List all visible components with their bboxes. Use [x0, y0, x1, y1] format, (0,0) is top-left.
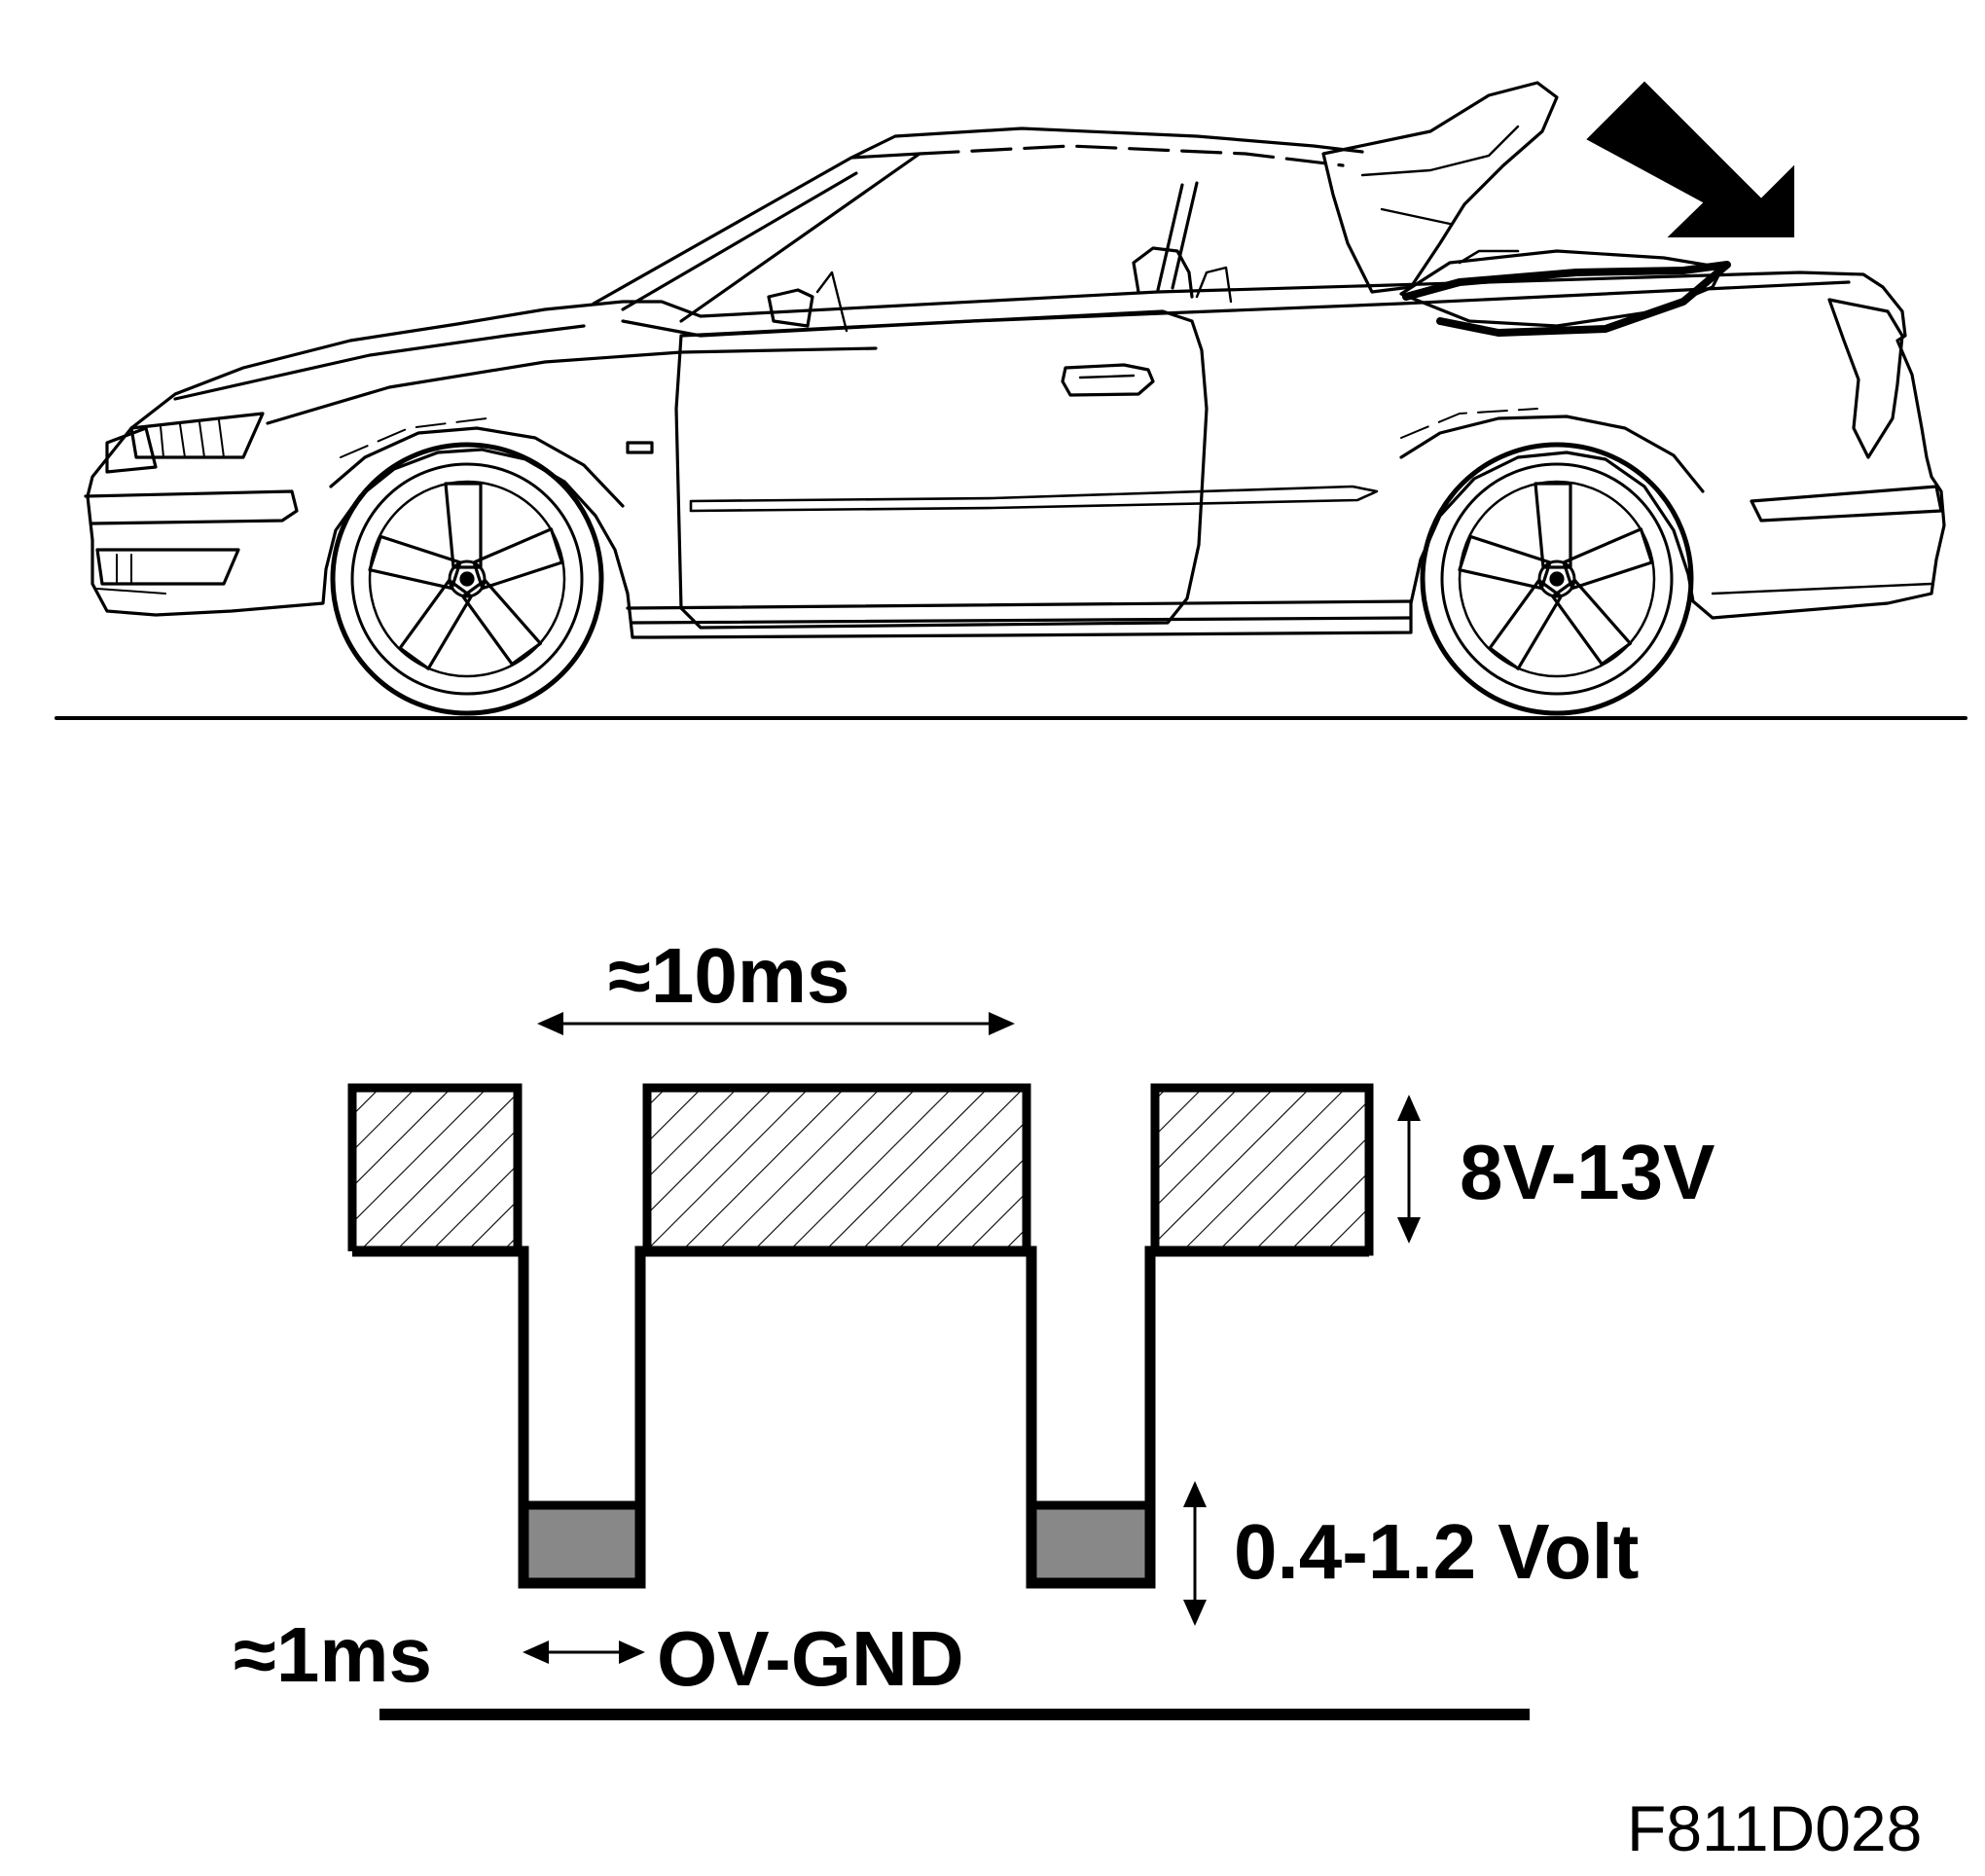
car-soft-top-lid — [1321, 81, 1559, 294]
car-side-trim — [689, 485, 1379, 513]
pulse-width-label: ≈1ms — [234, 1611, 432, 1698]
car-front-seat — [767, 288, 814, 328]
car-front-arch — [329, 426, 625, 508]
car-body-outline — [86, 271, 1946, 639]
car-foglight — [95, 548, 240, 586]
signal-trace — [352, 1245, 1369, 1589]
car-roof — [849, 126, 1364, 160]
high-block-outline-2 — [642, 1083, 1031, 1251]
car-upper-shoulder — [266, 346, 878, 425]
arrow-pointing-to-trunk-icon — [1586, 81, 1794, 237]
high-level-label: 8V-13V — [1460, 1129, 1714, 1215]
car-roof-inner — [918, 144, 1345, 167]
high-block-outline-1 — [347, 1083, 523, 1251]
period-label: ≈10ms — [608, 932, 850, 1019]
car-hood-line — [173, 324, 586, 401]
car-lower-line — [631, 616, 1411, 625]
car-headlight — [129, 412, 265, 459]
car-door-pillar — [1156, 181, 1199, 292]
car-side-marker — [626, 441, 654, 454]
ground-label: OV-GND — [657, 1615, 964, 1702]
car-rocker — [626, 599, 1413, 610]
car-taillight — [1827, 298, 1904, 459]
car-front-bumper — [84, 489, 299, 525]
convertible-car-illustration — [54, 81, 1967, 720]
figure-code: F811D028 — [1627, 1792, 1922, 1864]
high-level-block-1 — [352, 1088, 518, 1251]
car-front-wheel — [330, 442, 604, 716]
car-door-outline — [674, 309, 1209, 630]
low-level-block-1 — [523, 1505, 640, 1583]
signal-waveform — [347, 1012, 1530, 1720]
low-level-block-2 — [1033, 1505, 1150, 1583]
car-windshield-inner — [621, 171, 858, 311]
high-level-block-2 — [647, 1088, 1027, 1251]
car-windshield — [592, 152, 921, 323]
car-door-handle — [1061, 363, 1155, 397]
high-level-block-3 — [1155, 1088, 1369, 1251]
car-rear-wheel — [1420, 442, 1694, 716]
car-rear-arch — [1399, 415, 1705, 493]
car-trunk-seal — [1402, 261, 1731, 337]
car-grille — [105, 426, 158, 474]
car-rear-bumper — [1750, 485, 1943, 523]
low-level-label: 0.4-1.2 Volt — [1234, 1508, 1639, 1595]
car-rear-seat — [1132, 246, 1194, 299]
